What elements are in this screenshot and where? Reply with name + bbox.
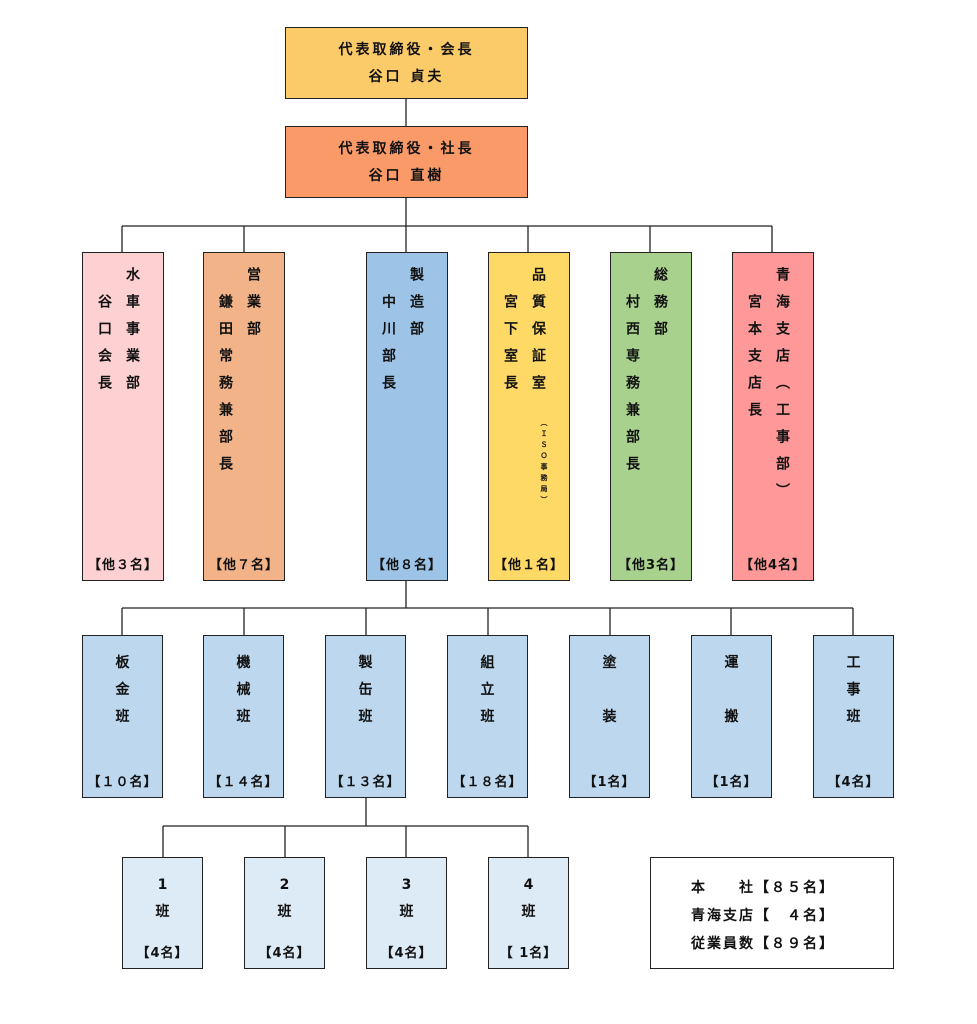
dept-count: 【他3名】 xyxy=(617,558,685,573)
president-title: 代表取締役・社長 xyxy=(338,141,475,157)
team-label-char: 金 xyxy=(115,682,130,698)
subteam-box: 4 班【 1名】 xyxy=(488,857,569,969)
team-label-char: 塗 xyxy=(602,655,617,671)
team-label-char: 工 xyxy=(846,655,861,671)
summary-label: 従業員数 xyxy=(691,936,755,952)
subteam-label: 3 xyxy=(401,877,412,893)
team-box: 板金班【１０名】 xyxy=(82,635,163,798)
dept-name: 製造部 xyxy=(408,267,424,348)
subteam-count: 【4名】 xyxy=(380,946,433,961)
team-label-char: 搬 xyxy=(724,709,739,725)
team-label-char: 製 xyxy=(358,655,373,671)
dept-count: 【他３名】 xyxy=(87,558,158,573)
team-box: 塗装【1名】 xyxy=(569,635,650,798)
dept-head: 宮下室長 xyxy=(502,294,518,402)
summary-value: 【 ４名】 xyxy=(755,908,835,924)
subteam-label: 1 xyxy=(157,877,168,893)
team-label-char: 事 xyxy=(846,682,861,698)
subteam-count: 【4名】 xyxy=(136,946,189,961)
dept-count: 【他4名】 xyxy=(739,558,807,573)
dept-count: 【他１名】 xyxy=(493,558,564,573)
summary-row: 本 社【８５名】 xyxy=(691,877,835,897)
summary-value: 【８９名】 xyxy=(755,936,835,952)
dept-name: 品質保証室 xyxy=(530,267,546,402)
dept-name: 青海支店（工事部） xyxy=(774,267,790,510)
team-label-char: 運 xyxy=(724,655,739,671)
team-label-char: 班 xyxy=(236,709,251,725)
subteam-label: 2 xyxy=(279,877,290,893)
dept-head: 中川部長 xyxy=(380,294,396,402)
team-label-char: 機 xyxy=(236,655,251,671)
summary-label: 本 社 xyxy=(691,880,755,896)
employee-summary-box: 本 社【８５名】 青海支店【 ４名】 従業員数【８９名】 xyxy=(650,857,894,969)
dept-box-hinshitsu: 品質保証室 （ＩＳＯ事務局） 宮下室長 【他１名】 xyxy=(488,252,570,581)
dept-name: 水車事業部 xyxy=(124,267,140,402)
dept-box-ome: 青海支店（工事部） 宮本支店長 【他4名】 xyxy=(732,252,814,581)
subteam-label: 班 xyxy=(521,904,536,920)
team-count: 【１８名】 xyxy=(452,775,523,790)
dept-count: 【他７名】 xyxy=(208,558,279,573)
team-label-char: 械 xyxy=(236,682,251,698)
subteam-box: 1 班【4名】 xyxy=(122,857,203,969)
team-box: 工事班【4名】 xyxy=(813,635,894,798)
president-box: 代表取締役・社長 谷口 直樹 xyxy=(285,126,528,198)
dept-name: 営業部 xyxy=(245,267,261,348)
chairman-name: 谷口 貞夫 xyxy=(368,69,445,85)
dept-head: 村西専務兼部長 xyxy=(624,294,640,483)
subteam-label: 4 xyxy=(523,877,534,893)
chairman-title: 代表取締役・会長 xyxy=(338,42,475,58)
dept-name: 総務部 xyxy=(652,267,668,348)
dept-head: 鎌田常務兼部長 xyxy=(217,294,233,483)
dept-count: 【他８名】 xyxy=(371,558,442,573)
dept-box-somu: 総務部 村西専務兼部長 【他3名】 xyxy=(610,252,692,581)
chairman-box: 代表取締役・会長 谷口 貞夫 xyxy=(285,27,528,99)
team-box: 組立班【１８名】 xyxy=(447,635,528,798)
subteam-count: 【4名】 xyxy=(258,946,311,961)
team-label-char: 板 xyxy=(115,655,130,671)
dept-head: 谷口会長 xyxy=(96,294,112,402)
dept-subname: （ＩＳＯ事務局） xyxy=(540,419,548,507)
team-box: 機械班【１４名】 xyxy=(203,635,284,798)
team-label-char: 班 xyxy=(115,709,130,725)
subteam-box: 3 班【4名】 xyxy=(366,857,447,969)
team-label-char: 班 xyxy=(846,709,861,725)
team-label-char: 缶 xyxy=(358,682,373,698)
subteam-box: 2 班【4名】 xyxy=(244,857,325,969)
subteam-label: 班 xyxy=(155,904,170,920)
team-box: 運搬【1名】 xyxy=(691,635,772,798)
team-count: 【4名】 xyxy=(827,775,880,790)
summary-row: 従業員数【８９名】 xyxy=(691,933,835,953)
summary-value: 【８５名】 xyxy=(755,880,835,896)
team-label-char: 班 xyxy=(358,709,373,725)
team-count: 【１３名】 xyxy=(330,775,401,790)
summary-row: 青海支店【 ４名】 xyxy=(691,905,835,925)
subteam-label: 班 xyxy=(277,904,292,920)
team-label-char: 装 xyxy=(602,709,617,725)
dept-box-seizo: 製造部 中川部長 【他８名】 xyxy=(366,252,448,581)
team-count: 【１０名】 xyxy=(87,775,158,790)
team-count: 【１４名】 xyxy=(208,775,279,790)
subteam-label: 班 xyxy=(399,904,414,920)
team-count: 【1名】 xyxy=(583,775,636,790)
president-name: 谷口 直樹 xyxy=(368,168,445,184)
team-label-char: 組 xyxy=(480,655,495,671)
team-label-char: 班 xyxy=(480,709,495,725)
team-label-char: 立 xyxy=(480,682,495,698)
dept-head: 宮本支店長 xyxy=(746,294,762,429)
team-box: 製缶班【１３名】 xyxy=(325,635,406,798)
dept-box-suisha: 水車事業部 谷口会長 【他３名】 xyxy=(82,252,164,581)
team-count: 【1名】 xyxy=(705,775,758,790)
dept-box-eigyo: 営業部 鎌田常務兼部長 【他７名】 xyxy=(203,252,285,581)
subteam-count: 【 1名】 xyxy=(499,946,558,961)
summary-label: 青海支店 xyxy=(691,908,755,924)
